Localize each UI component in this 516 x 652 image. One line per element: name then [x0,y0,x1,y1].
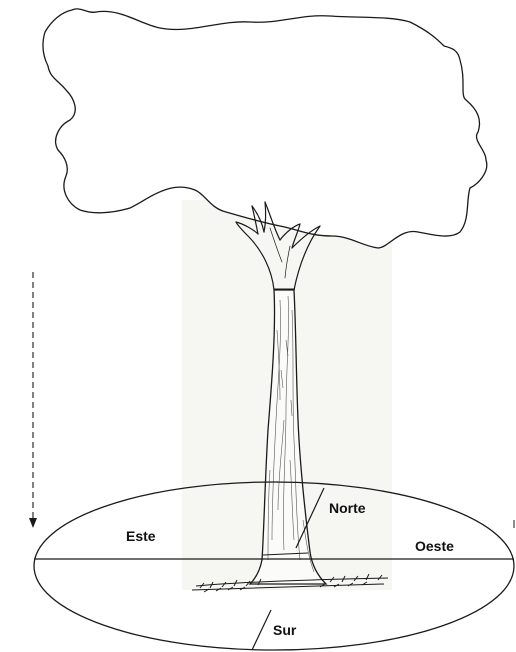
label-south: Sur [273,622,296,638]
tree-crown-outline [43,9,487,248]
label-east: Este [126,528,156,544]
dashed-down-arrow-icon [29,272,37,528]
label-west: Oeste [415,538,454,554]
label-north: Norte [329,500,366,516]
south-pointer-line [252,610,271,650]
